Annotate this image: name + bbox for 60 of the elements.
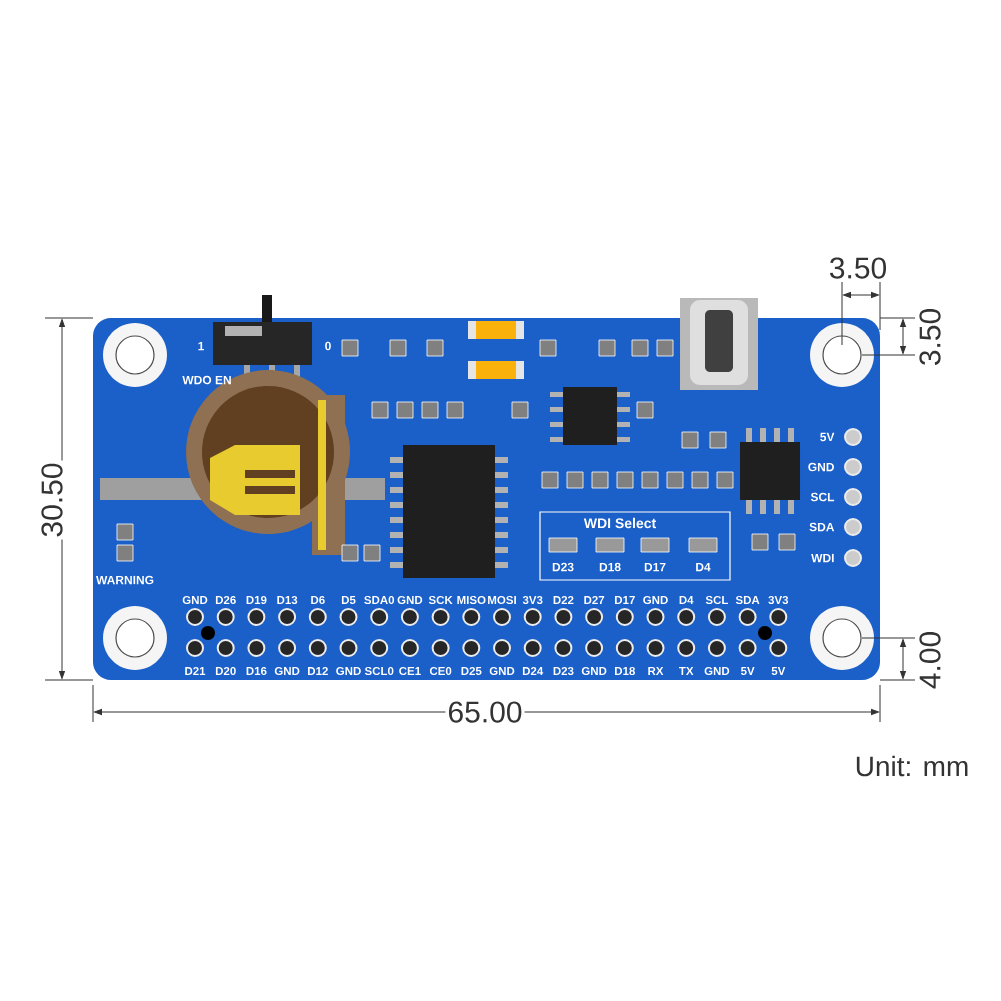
pin-label: 3V3 (522, 595, 543, 605)
pin-label: D17 (644, 562, 666, 572)
switch-label: 0 (325, 341, 331, 351)
pin-label: CE0 (429, 666, 452, 676)
pin-label: D26 (215, 595, 236, 605)
pin-label: WDI (811, 553, 834, 563)
pin-label: D4 (679, 596, 694, 604)
unit-note: Unit: mm (856, 755, 968, 777)
pin-label: D23 (553, 666, 574, 676)
pin-label: SCL0 (364, 666, 394, 676)
pin-label: D16 (246, 666, 267, 676)
pin-label: D12 (308, 667, 328, 675)
pin-label: 5V (740, 667, 755, 675)
pin-label: D20 (215, 666, 236, 676)
pin-label: D21 (185, 667, 206, 675)
dimension-label: 3.50 (917, 305, 943, 369)
pin-label: MISO (457, 595, 486, 605)
dimension-label: 65.00 (445, 699, 525, 725)
pin-label: D5 (341, 596, 356, 604)
pin-label: 5V (820, 432, 835, 442)
pin-label: D13 (277, 595, 298, 605)
pin-label: D22 (553, 596, 574, 604)
pin-label: GND (336, 666, 361, 676)
pin-label: D27 (584, 596, 605, 604)
pin-label: D25 (461, 666, 482, 676)
pin-label: SDA (809, 522, 835, 532)
pin-label: D23 (552, 562, 574, 572)
pin-label: D6 (311, 595, 325, 605)
dimension-label: 4.00 (917, 628, 943, 692)
pin-label: D18 (615, 666, 635, 676)
pin-label: D4 (696, 562, 711, 572)
dimension-label: 30.50 (39, 460, 65, 540)
pin-label: D18 (599, 562, 621, 572)
pin-label: RX (648, 667, 664, 675)
pin-label: GND (643, 595, 668, 605)
pin-label: MOSI (488, 595, 516, 605)
pin-label: GND (808, 462, 834, 472)
pin-label: SDA0 (364, 595, 395, 605)
pin-label: GND (704, 666, 730, 676)
pin-label: 5V (771, 667, 786, 675)
pin-label: SCK (428, 595, 453, 605)
silkscreen-label: WARNING (96, 575, 154, 585)
pin-label: GND (489, 666, 515, 676)
pin-label: GND (397, 595, 423, 605)
pin-label: GND (581, 666, 607, 676)
pin-label: D24 (522, 667, 544, 675)
switch-label: 1 (198, 341, 204, 351)
pin-label: SCL (705, 595, 729, 605)
pin-label: TX (679, 667, 694, 675)
pin-label: GND (274, 666, 300, 676)
pin-label: 3V3 (768, 595, 789, 605)
pin-label: D19 (246, 595, 267, 605)
dimension-label: 3.50 (826, 255, 890, 281)
pin-label: SCL (810, 492, 835, 502)
silkscreen-label: WDO EN (182, 375, 231, 385)
pin-label: D17 (615, 596, 635, 604)
pin-label: GND (182, 595, 208, 605)
silkscreen-label: WDI Select (583, 517, 656, 529)
pin-label: SDA (735, 595, 760, 605)
pin-label: CE1 (399, 666, 421, 676)
